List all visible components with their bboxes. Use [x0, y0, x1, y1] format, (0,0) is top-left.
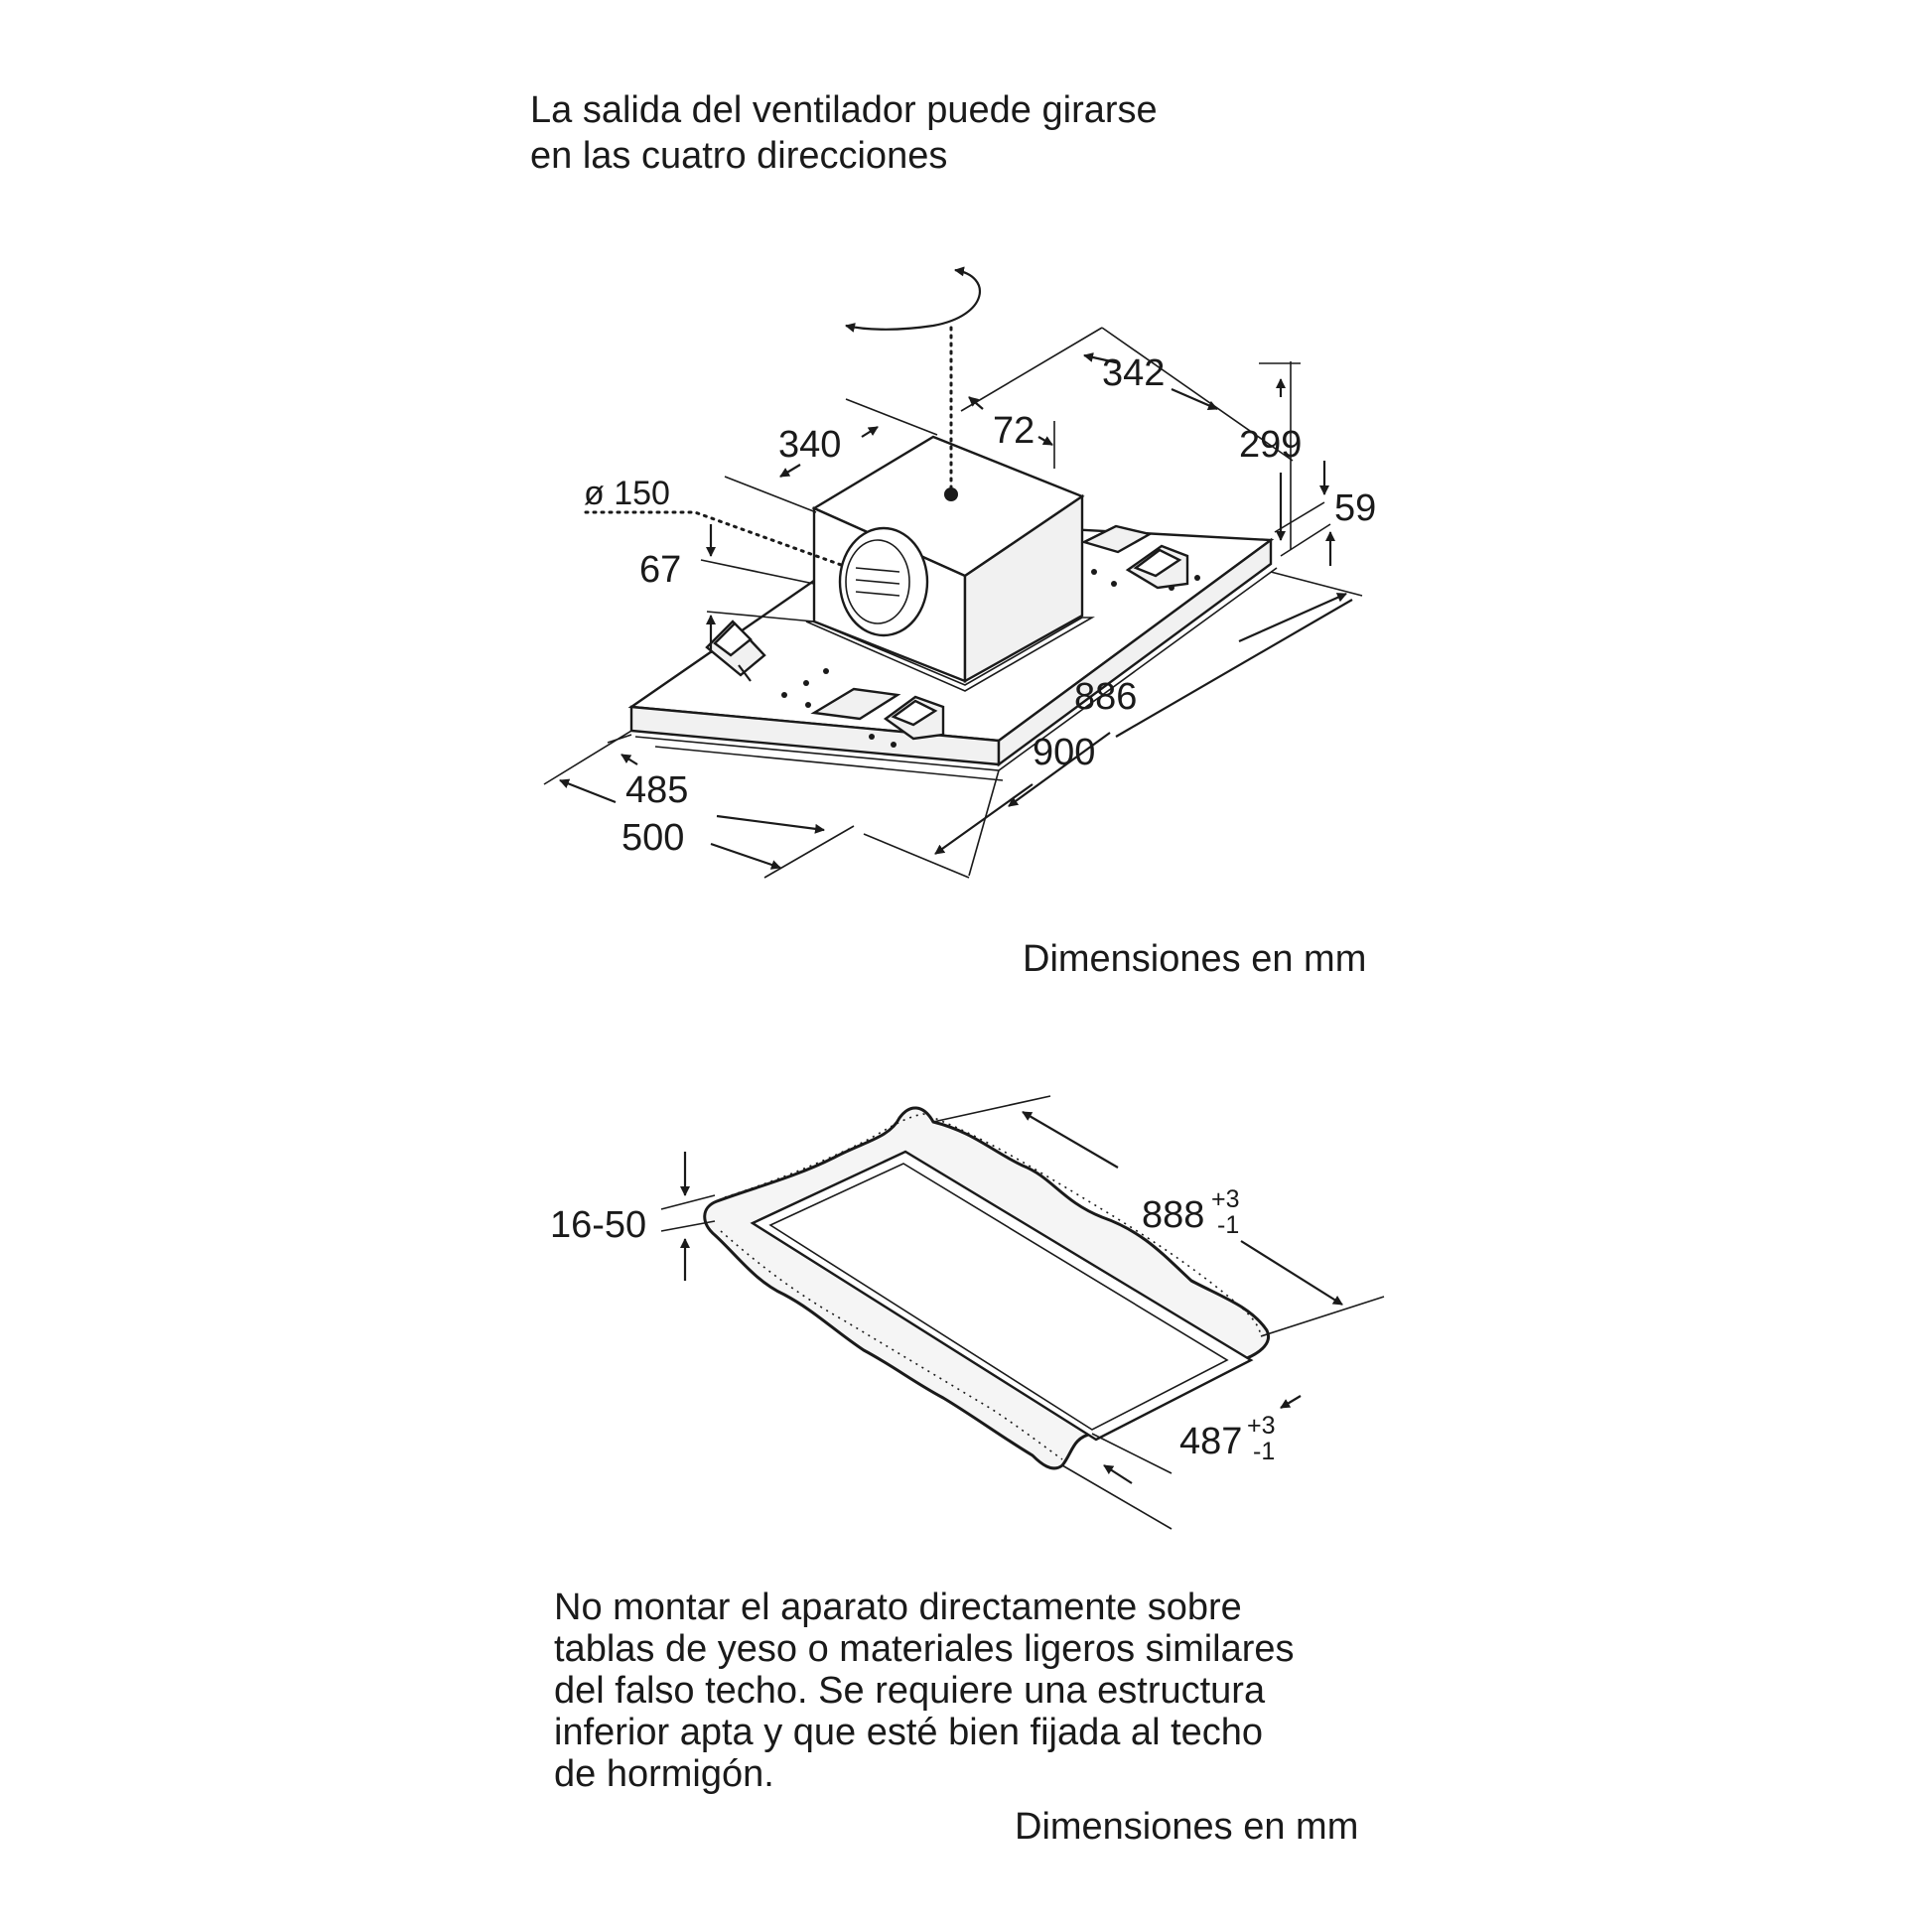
dim-72: 72	[993, 410, 1035, 452]
cutout-dimension-lines	[660, 1095, 1385, 1530]
caption-line: La salida del ventilador puede girarse	[530, 89, 1158, 131]
dim-299: 299	[1239, 424, 1302, 466]
dim-diameter-150: ø 150	[584, 475, 670, 512]
units-label-top: Dimensiones en mm	[1023, 938, 1367, 980]
hood-dimension-lines	[543, 327, 1363, 879]
note-line: No montar el aparato directamente sobre	[554, 1587, 1242, 1628]
dim-888: 888	[1142, 1194, 1204, 1236]
outlet-pipe	[838, 526, 929, 637]
mounting-bracket-front	[883, 695, 945, 741]
hood-base-right	[997, 537, 1273, 767]
dim-16-50: 16-50	[550, 1204, 646, 1246]
dim-900: 900	[1033, 732, 1095, 773]
motor-box-side	[963, 493, 1084, 684]
installation-note: No montar el aparato directamente sobre …	[554, 1587, 1295, 1795]
hood-panel-edge	[654, 746, 1004, 781]
ceiling-border-hatch	[724, 1113, 1262, 1337]
mounting-bracket-right	[1125, 544, 1189, 590]
rotation-axis-point	[944, 487, 958, 501]
dim-487-tol-minus: -1	[1253, 1438, 1275, 1465]
diameter-leader	[584, 510, 846, 568]
note-line: de hormigón.	[554, 1753, 774, 1795]
dim-485: 485	[625, 769, 688, 811]
dim-886: 886	[1074, 676, 1137, 718]
rotation-arrow-icon	[845, 266, 981, 333]
dim-67: 67	[639, 549, 681, 591]
dim-487-tol-plus: +3	[1247, 1412, 1276, 1440]
outlet-rotation-caption: La salida del ventilador puede girarse e…	[530, 87, 1158, 179]
dim-487: 487	[1179, 1421, 1242, 1462]
caption-line: en las cuatro direcciones	[530, 135, 948, 177]
ceiling-opening	[750, 1150, 1254, 1442]
dim-888-tol-minus: -1	[1217, 1211, 1239, 1239]
note-line: inferior apta y que esté bien fijada al …	[554, 1712, 1264, 1753]
note-line: tablas de yeso o materiales ligeros simi…	[554, 1628, 1295, 1670]
mounting-bracket-left	[705, 620, 766, 682]
rear-panel	[1080, 524, 1154, 554]
dim-340: 340	[778, 424, 841, 466]
control-panel	[810, 687, 901, 721]
dim-888-tol-plus: +3	[1211, 1185, 1240, 1213]
dim-342: 342	[1102, 352, 1165, 394]
dim-59: 59	[1334, 487, 1376, 529]
ceiling-cutout-drawing: 888 +3 -1 487 +3 -1 16-50	[550, 1095, 1385, 1530]
hood-isometric-drawing: 342 72 340 299 59 ø 150 67 886 900 485 5…	[543, 266, 1376, 879]
units-label-bottom: Dimensiones en mm	[1015, 1806, 1359, 1848]
note-line: del falso techo. Se requiere una estruct…	[554, 1670, 1266, 1712]
ceiling-opening-inner	[768, 1163, 1229, 1431]
dim-500: 500	[621, 817, 684, 859]
